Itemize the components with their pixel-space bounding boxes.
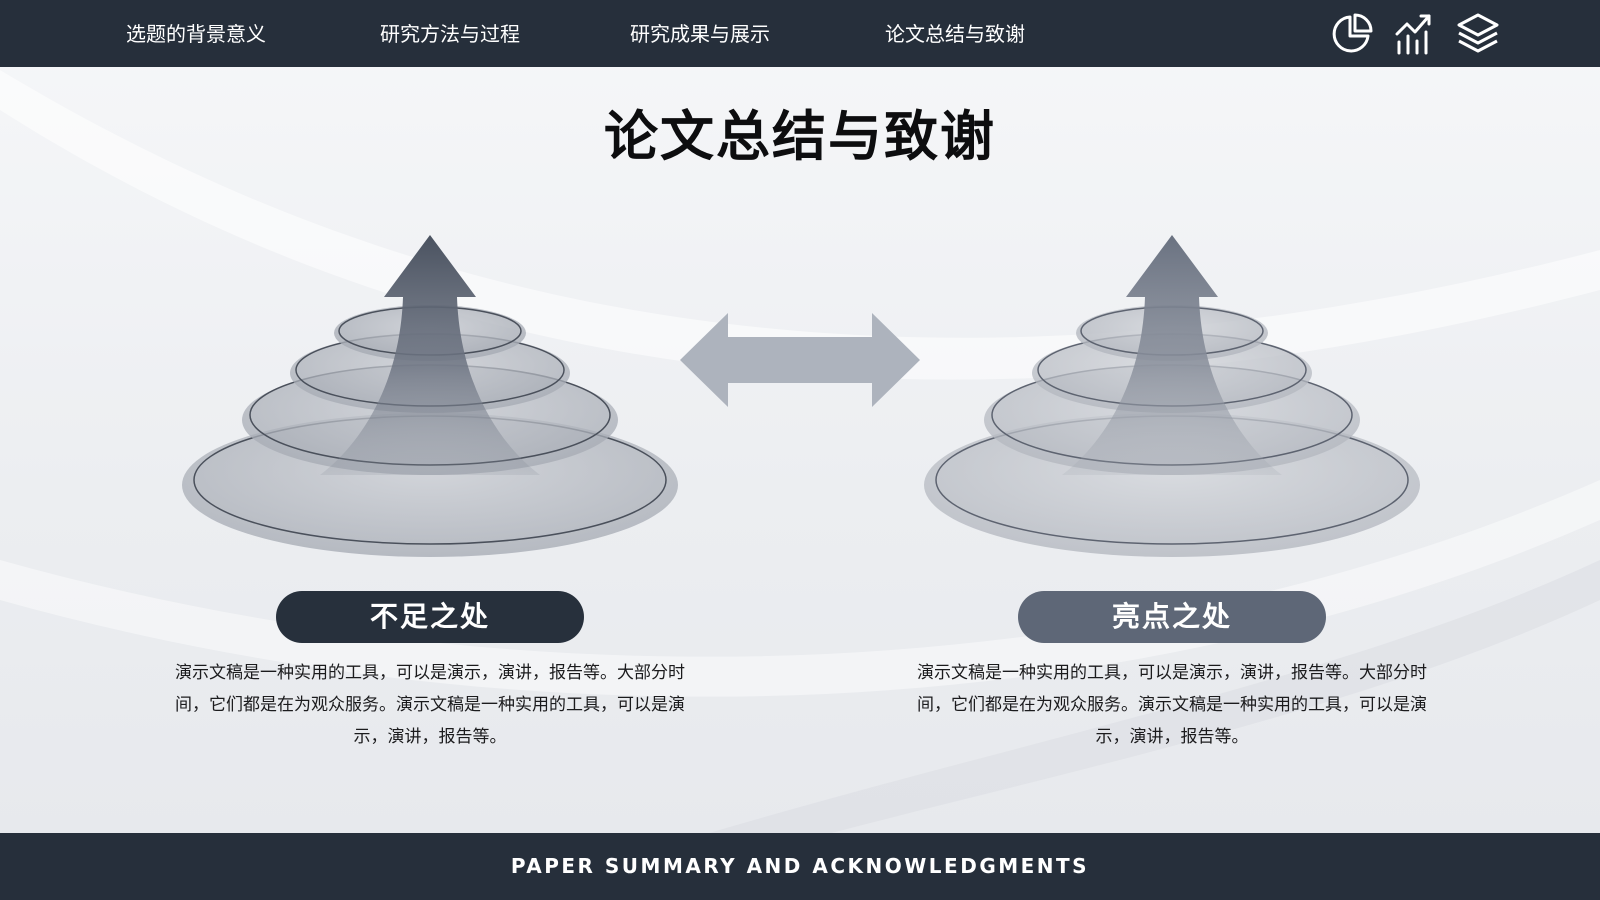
highlight-heading-pill: 亮点之处 — [1018, 591, 1326, 643]
page-title: 论文总结与致谢 — [604, 105, 996, 168]
footer-bar: PAPER SUMMARY AND ACKNOWLEDGMENTS — [0, 833, 1600, 900]
layers-icon[interactable] — [1456, 12, 1500, 56]
right-stacked-rings-arrow-graphic — [924, 235, 1420, 557]
weakness-heading-pill: 不足之处 — [276, 591, 584, 643]
left-stacked-rings-arrow-graphic — [182, 235, 678, 557]
double-arrow-icon — [680, 313, 920, 407]
nav-item-background[interactable]: 选题的背景意义 — [126, 22, 266, 46]
nav-item-methods[interactable]: 研究方法与过程 — [380, 22, 520, 46]
top-nav-bar: 选题的背景意义 研究方法与过程 研究成果与展示 论文总结与致谢 — [0, 0, 1600, 67]
pie-chart-icon[interactable] — [1330, 12, 1374, 56]
highlight-description: 演示文稿是一种实用的工具，可以是演示，演讲，报告等。大部分时间，它们都是在为观众… — [917, 663, 1427, 747]
footer-title: PAPER SUMMARY AND ACKNOWLEDGMENTS — [510, 854, 1090, 878]
weakness-description: 演示文稿是一种实用的工具，可以是演示，演讲，报告等。大部分时间，它们都是在为观众… — [175, 663, 685, 747]
nav-item-summary[interactable]: 论文总结与致谢 — [885, 22, 1025, 46]
trend-bar-chart-icon[interactable] — [1393, 12, 1437, 56]
nav-item-results[interactable]: 研究成果与展示 — [630, 22, 770, 46]
